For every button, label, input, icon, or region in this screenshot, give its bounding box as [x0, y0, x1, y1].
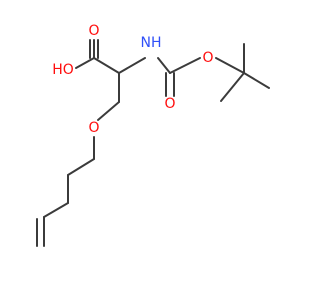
carbamate-ester-o-label: O: [202, 50, 213, 66]
bond-ctert-me3: [220, 72, 245, 102]
molecule-structure: O HO NH O O O: [36, 23, 270, 247]
bond-ctert-me2: [243, 72, 270, 89]
carbamate-carbonyl-o-label: O: [164, 96, 175, 112]
bond-c1-calpha: [93, 57, 120, 74]
carboxyl-o-label: O: [88, 23, 99, 39]
carboxyl-oh-label: HO: [52, 62, 74, 78]
bond-ch2-oether: [97, 101, 120, 121]
bond-chain-c3-c4: [43, 202, 69, 218]
bond-calpha-n: [118, 57, 146, 74]
ether-o-label: O: [88, 120, 99, 136]
molecule-svg: O HO NH O O O: [36, 23, 270, 247]
bond-ccarbonyl-oester: [169, 57, 201, 74]
bond-c1-oh: [75, 57, 95, 69]
bond-n-ccarbonyl: [157, 57, 171, 74]
amine-nh-label: NH: [141, 35, 162, 51]
bond-chain-c1-c2: [67, 158, 95, 176]
bond-oester-ctert: [215, 57, 245, 74]
